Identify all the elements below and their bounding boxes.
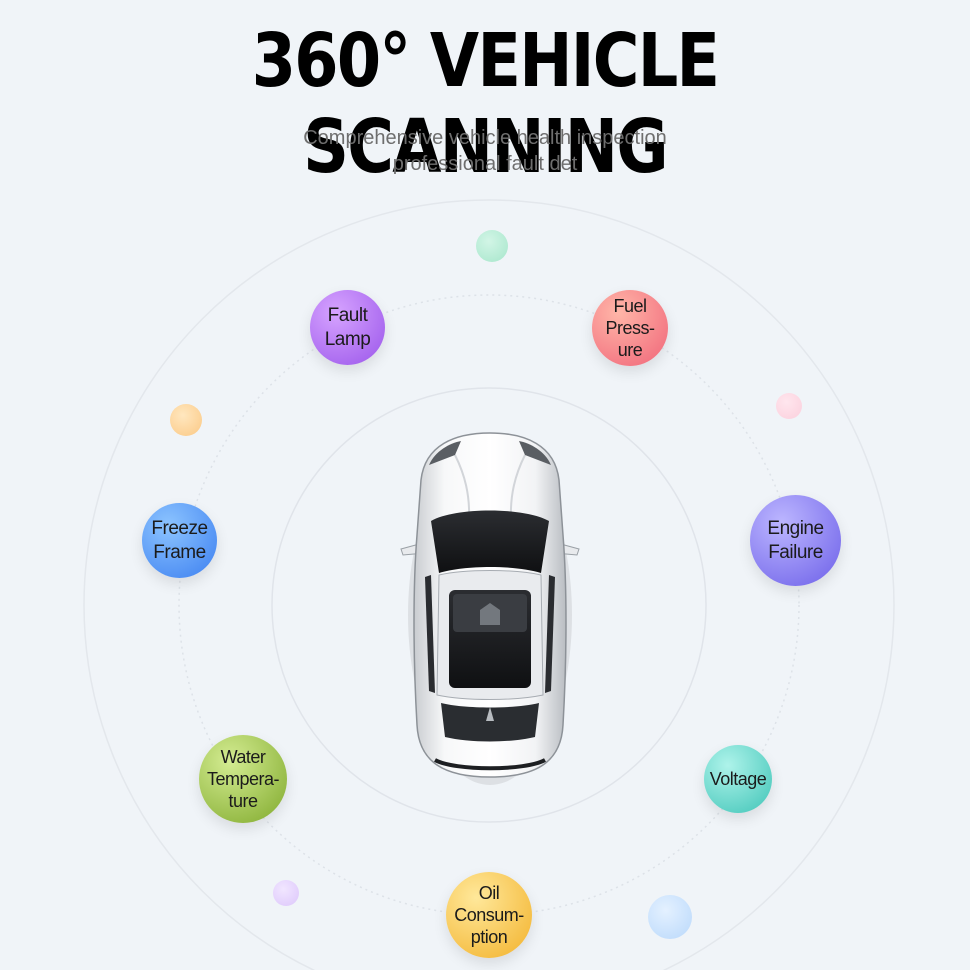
voltage-label: Voltage xyxy=(709,769,767,789)
oil-consumption-label: Oil Consum- ption xyxy=(454,883,524,947)
freeze-frame-label: Freeze Frame xyxy=(151,517,208,563)
decor-dot-orange xyxy=(170,404,202,436)
fuel-pressure-bubble: Fuel Press- ure xyxy=(592,290,668,366)
water-temperature-label: Water Tempera- ture xyxy=(206,747,280,811)
subtitle-line-2: professional fault det xyxy=(392,153,578,175)
water-temperature-bubble: Water Tempera- ture xyxy=(199,735,287,823)
engine-failure-label: Engine Failure xyxy=(767,517,824,563)
voltage-bubble: Voltage xyxy=(704,745,772,813)
subtitle-line-1: Comprehensive vehicle health inspection xyxy=(303,127,667,149)
decor-dot-blue xyxy=(648,895,692,939)
fault-lamp-bubble: Fault Lamp xyxy=(310,290,385,365)
decor-dot-purple xyxy=(273,880,299,906)
page-title: 360° VEHICLE SCANNING xyxy=(251,18,720,190)
decor-dot-green xyxy=(476,230,508,262)
car-top-view-image xyxy=(400,432,580,785)
fuel-pressure-label: Fuel Press- ure xyxy=(605,296,655,360)
decor-dot-pink xyxy=(776,393,802,419)
fault-lamp-label: Fault Lamp xyxy=(324,304,371,350)
freeze-frame-bubble: Freeze Frame xyxy=(142,503,217,578)
oil-consumption-bubble: Oil Consum- ption xyxy=(446,872,532,958)
engine-failure-bubble: Engine Failure xyxy=(750,495,841,586)
